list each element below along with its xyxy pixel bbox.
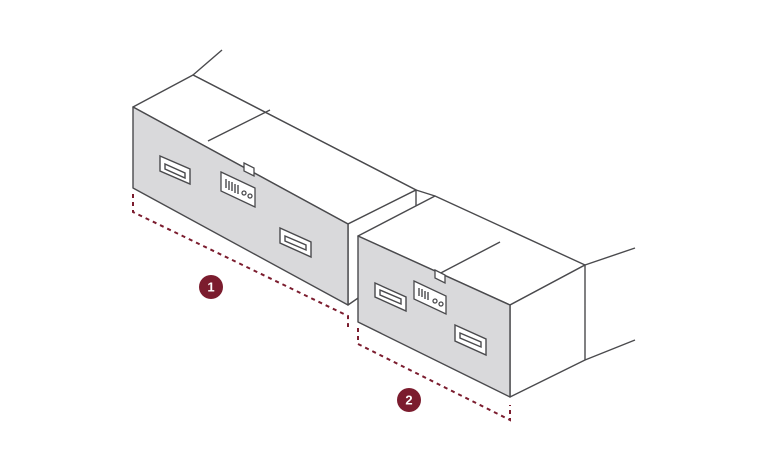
drawer-handle-left[interactable] — [374, 281, 407, 313]
keypad-lock[interactable] — [220, 170, 256, 209]
lock-tab — [434, 268, 446, 285]
callout-label-2: 2 — [405, 393, 412, 408]
drawer-handle-right[interactable] — [454, 323, 487, 357]
small-drawer-unit — [357, 195, 586, 398]
callout-label-1: 1 — [207, 280, 214, 295]
drawer-handle-left[interactable] — [159, 154, 191, 186]
callout-badge-2: 2 — [397, 388, 421, 412]
drawer-handle-right[interactable] — [279, 226, 312, 259]
callout-badge-1: 1 — [199, 275, 223, 299]
lock-tab — [243, 161, 255, 178]
dimension-line-1 — [132, 194, 349, 327]
keypad-lock[interactable] — [413, 279, 447, 316]
dimension-line-2 — [357, 328, 511, 422]
